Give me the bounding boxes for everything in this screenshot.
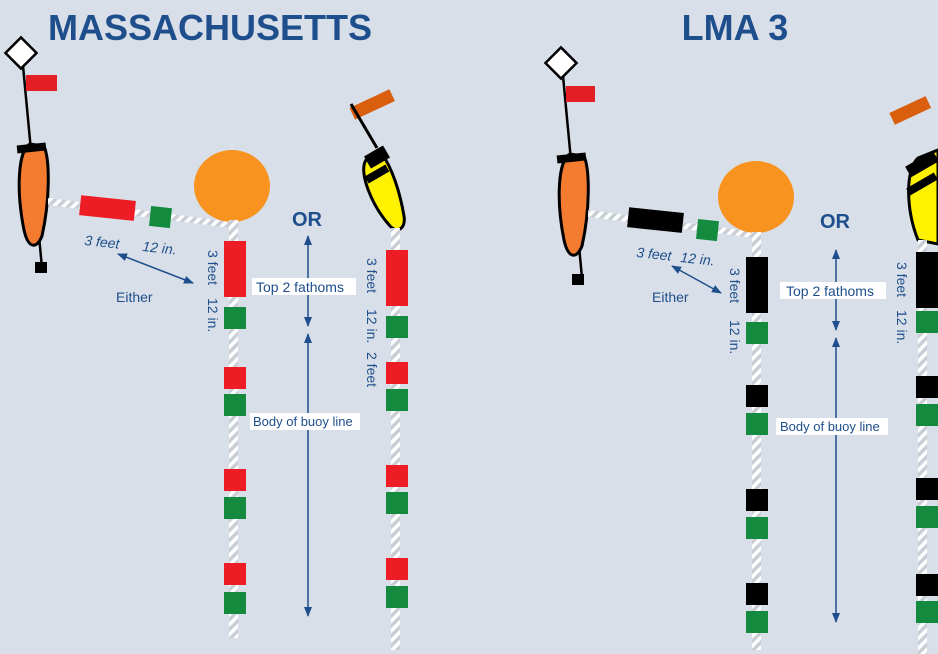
mark-green-alt [386, 389, 408, 411]
alt-vertical-line [918, 240, 927, 654]
radar-reflector-icon [543, 45, 579, 81]
mark-black-alt [916, 574, 938, 596]
label-alt-3-feet: 3 feet [364, 258, 380, 293]
mark-red-alt [386, 558, 408, 580]
radar-reflector-icon [3, 35, 39, 71]
mark-green-body [224, 394, 246, 416]
mark-green-top [746, 322, 768, 344]
label-12-in-vertical: 12 in. [727, 320, 743, 354]
label-3-feet-horizontal: 3 feet [84, 232, 122, 252]
label-alt-12-in: 12 in. [364, 309, 380, 343]
mark-red-alt [386, 250, 408, 306]
label-body-of-buoy-line: Body of buoy line [780, 419, 880, 434]
label-body-of-buoy-line: Body of buoy line [253, 414, 353, 429]
mark-green-horizontal [149, 206, 172, 229]
mark-red-top [224, 241, 246, 297]
title-lma3: LMA 3 [682, 7, 789, 48]
mark-red-alt [386, 362, 408, 384]
alt-buoy-left [349, 89, 406, 232]
mark-black-alt [916, 376, 938, 398]
label-3-feet-horizontal: 3 feet [636, 244, 674, 264]
red-flag-icon [26, 75, 57, 91]
mark-black-horizontal [627, 207, 684, 233]
mark-green-body [746, 413, 768, 435]
vertical-buoy-line [229, 220, 238, 638]
mark-red-body [224, 469, 246, 491]
mark-green-alt [916, 404, 938, 426]
label-alt-2-feet: 2 feet [364, 352, 380, 387]
label-top-2-fathoms: Top 2 fathoms [786, 283, 874, 299]
mark-green-body [746, 611, 768, 633]
label-3-feet-vertical: 3 feet [727, 268, 743, 303]
mark-red-body [224, 563, 246, 585]
alt-vertical-line [391, 228, 400, 650]
label-12-in-horizontal: 12 in. [680, 249, 716, 268]
orange-flag-icon [349, 89, 395, 120]
mark-black-alt [916, 478, 938, 500]
orange-buoy [194, 150, 270, 222]
label-either: Either [116, 289, 153, 305]
label-either: Either [652, 289, 689, 305]
mark-green-body [224, 592, 246, 614]
mark-green-alt [916, 311, 938, 333]
high-flyer-right [543, 45, 595, 285]
label-12-in-horizontal: 12 in. [142, 238, 178, 257]
orange-flag-icon [889, 96, 932, 125]
mark-green-body [746, 517, 768, 539]
alt-buoy-right [889, 96, 938, 246]
panel-lma3: 3 feet 12 in. Either 3 feet 12 in. OR To… [543, 45, 938, 654]
top-2-fathoms-label-bg [252, 278, 356, 295]
mark-red-body [224, 367, 246, 389]
orange-buoy [718, 161, 794, 233]
mark-black-body [746, 583, 768, 605]
mark-black-top [746, 257, 768, 313]
label-12-in-vertical: 12 in. [205, 298, 221, 332]
label-3-feet-vertical: 3 feet [205, 250, 221, 285]
vertical-buoy-line [752, 232, 761, 650]
label-alt-3-feet: 3 feet [894, 262, 910, 297]
mark-green-alt [386, 316, 408, 338]
mark-black-body [746, 489, 768, 511]
either-arrow [671, 265, 722, 294]
mark-red-horizontal [79, 195, 136, 221]
high-flyer-left [3, 35, 57, 273]
mark-black-body [746, 385, 768, 407]
buoy-float-icon [557, 152, 590, 257]
mark-green-alt [386, 586, 408, 608]
panel-massachusetts: 3 feet 12 in. Either 3 feet 12 in. OR To… [3, 35, 408, 650]
top-2-fathoms-label-bg [780, 282, 886, 299]
buoy-float-icon [17, 142, 50, 247]
mark-red-alt [386, 465, 408, 487]
red-flag-icon [566, 86, 595, 102]
mark-green-alt [916, 506, 938, 528]
mark-green-body [224, 497, 246, 519]
mark-green-alt [916, 601, 938, 623]
body-label-bg [250, 413, 360, 430]
or-label: OR [292, 209, 323, 231]
mark-green-alt [386, 492, 408, 514]
label-alt-12-in: 12 in. [894, 310, 910, 344]
mark-green-horizontal [696, 219, 719, 242]
mark-black-alt [916, 252, 938, 308]
or-label: OR [820, 211, 851, 233]
either-arrow [117, 253, 194, 284]
title-massachusetts: MASSACHUSETTS [48, 7, 372, 48]
label-top-2-fathoms: Top 2 fathoms [256, 279, 344, 295]
body-label-bg [776, 418, 888, 435]
mark-green-top [224, 307, 246, 329]
